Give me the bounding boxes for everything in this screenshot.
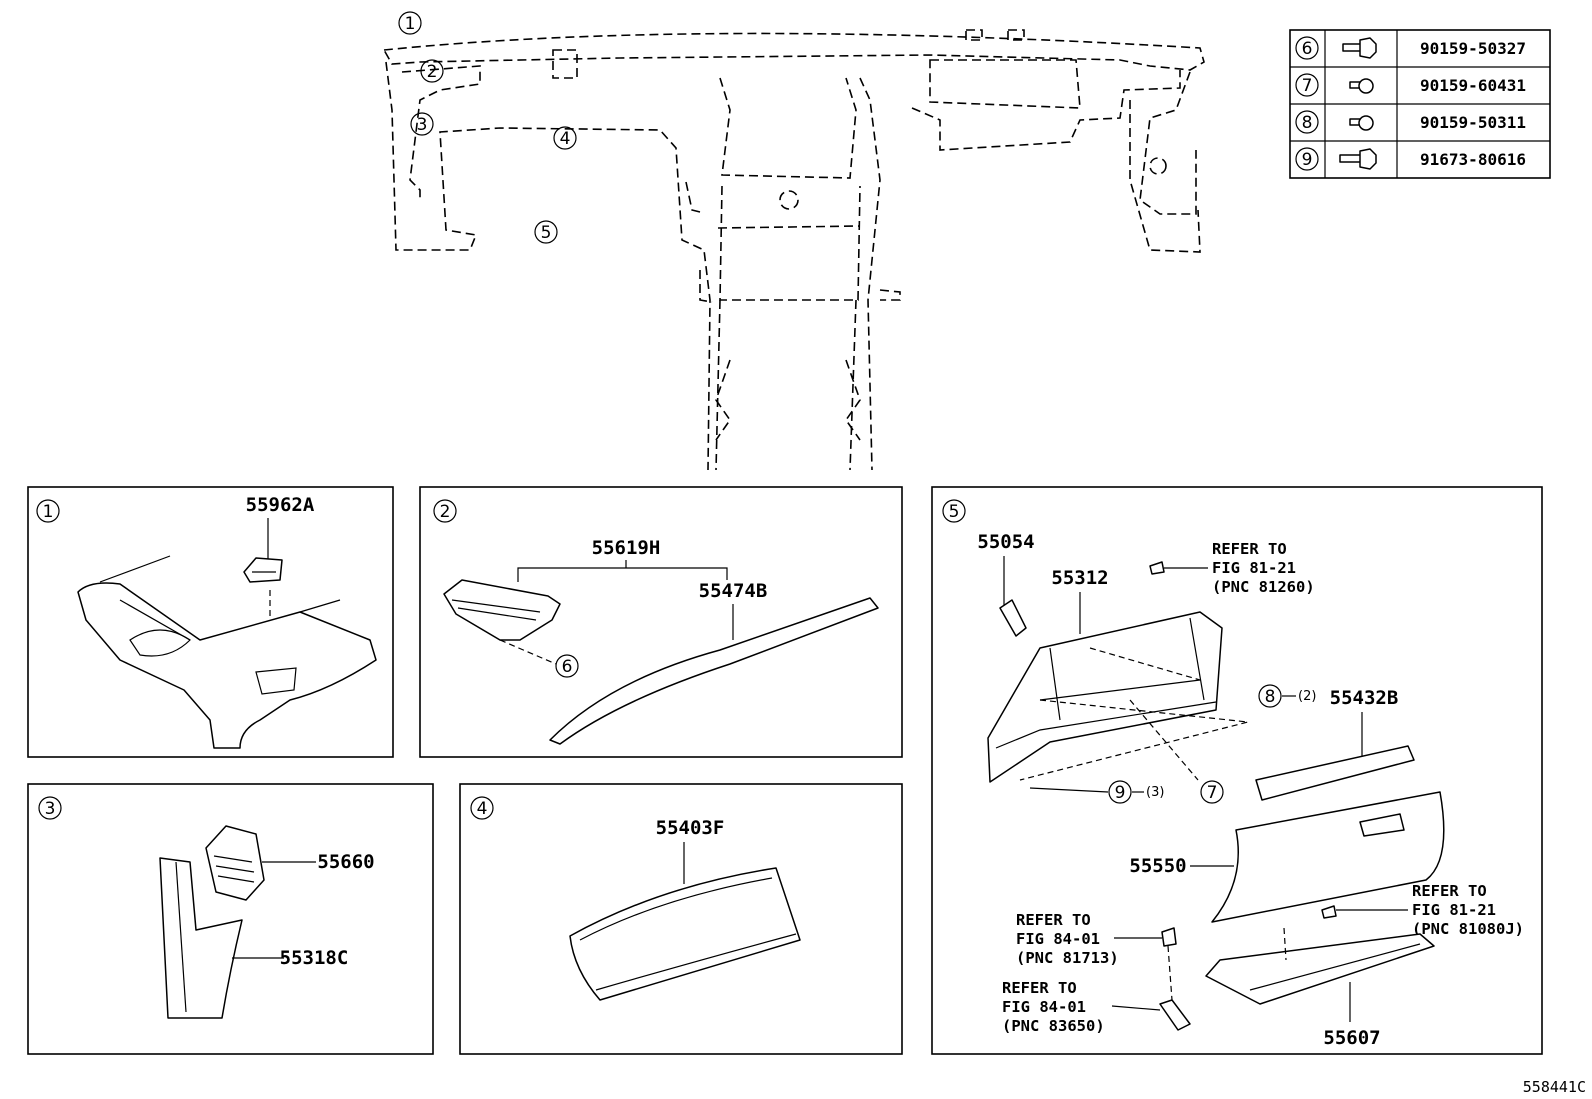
screw-icon: [1349, 115, 1374, 131]
fastener-callout: 7: [1207, 783, 1218, 803]
panel-5: 5 55054 55312 REFER TO FIG 81-21 (PNC 81…: [931, 486, 1543, 1055]
panel-3: 3 55660 55318C: [27, 783, 434, 1055]
ref-text: FIG 81-21: [1212, 559, 1296, 577]
fastener-row-8: 8 90159-50311: [1295, 110, 1526, 134]
callout-5: 5: [541, 223, 552, 243]
part-label-55054: 55054: [977, 531, 1034, 553]
fastener-row-9: 9 91673-80616: [1295, 147, 1526, 171]
ref-text: (PNC 83650): [1002, 1017, 1105, 1035]
part-label-55660: 55660: [317, 851, 374, 873]
overview-callouts: 1 2 3 4 5: [398, 11, 577, 244]
ref-text: (PNC 81713): [1016, 949, 1119, 967]
fastener-num: 7: [1302, 76, 1313, 96]
ref-text: FIG 81-21: [1412, 901, 1496, 919]
part-label-55403F: 55403F: [656, 817, 725, 839]
panel-4: 4 55403F: [459, 783, 903, 1055]
ref-text: REFER TO: [1212, 540, 1287, 558]
part-label-55619H: 55619H: [592, 537, 661, 559]
callout-2: 2: [427, 62, 438, 82]
ref-text: REFER TO: [1412, 882, 1487, 900]
part-label-55550: 55550: [1129, 855, 1186, 877]
bolt-washer-icon: [1342, 37, 1377, 59]
fastener-part-number: 91673-80616: [1420, 150, 1526, 169]
fastener-part-number: 90159-50327: [1420, 39, 1526, 58]
part-label-55607: 55607: [1323, 1027, 1380, 1049]
part-label-55312: 55312: [1051, 567, 1108, 589]
ref-text: REFER TO: [1016, 911, 1091, 929]
fastener-qty: (3): [1146, 785, 1164, 800]
fastener-qty: (2): [1298, 689, 1316, 704]
panel-number: 1: [43, 502, 54, 522]
ref-text: (PNC 81260): [1212, 578, 1315, 596]
fastener-callout: 6: [562, 657, 573, 677]
ref-text: FIG 84-01: [1002, 998, 1086, 1016]
panel-number: 2: [440, 502, 451, 522]
ref-text: REFER TO: [1002, 979, 1077, 997]
screw-icon: [1349, 78, 1374, 94]
fastener-table: 6 90159-50327 7 90159-60431 8 90159-5031: [1289, 29, 1551, 179]
fastener-part-number: 90159-60431: [1420, 76, 1526, 95]
panel-number: 5: [949, 502, 960, 522]
fastener-callout: 9: [1115, 783, 1126, 803]
overview-dashboard: [382, 29, 1205, 471]
callout-1: 1: [405, 14, 416, 34]
callout-3: 3: [417, 115, 428, 135]
fastener-row-6: 6 90159-50327: [1295, 36, 1526, 60]
panel-number: 4: [477, 799, 488, 819]
fastener-num: 9: [1302, 150, 1313, 170]
panel-2: 2 55619H 55474B 6: [419, 486, 903, 758]
part-label-55432B: 55432B: [1330, 687, 1399, 709]
fastener-callout: 8: [1265, 687, 1276, 707]
part-label-55962A: 55962A: [246, 494, 315, 516]
part-label-55474B: 55474B: [699, 580, 768, 602]
ref-text: (PNC 81080J): [1412, 920, 1524, 938]
panel-1: 1 55962A: [27, 486, 394, 758]
diagram-id: 558441C: [1523, 1078, 1586, 1096]
ref-text: FIG 84-01: [1016, 930, 1100, 948]
fastener-part-number: 90159-50311: [1420, 113, 1526, 132]
fastener-num: 8: [1302, 113, 1313, 133]
bolt-washer-icon: [1339, 148, 1377, 170]
panel-number: 3: [45, 799, 56, 819]
fastener-num: 6: [1302, 39, 1313, 59]
part-label-55318C: 55318C: [280, 947, 349, 969]
callout-4: 4: [560, 129, 571, 149]
fastener-row-7: 7 90159-60431: [1295, 73, 1526, 97]
